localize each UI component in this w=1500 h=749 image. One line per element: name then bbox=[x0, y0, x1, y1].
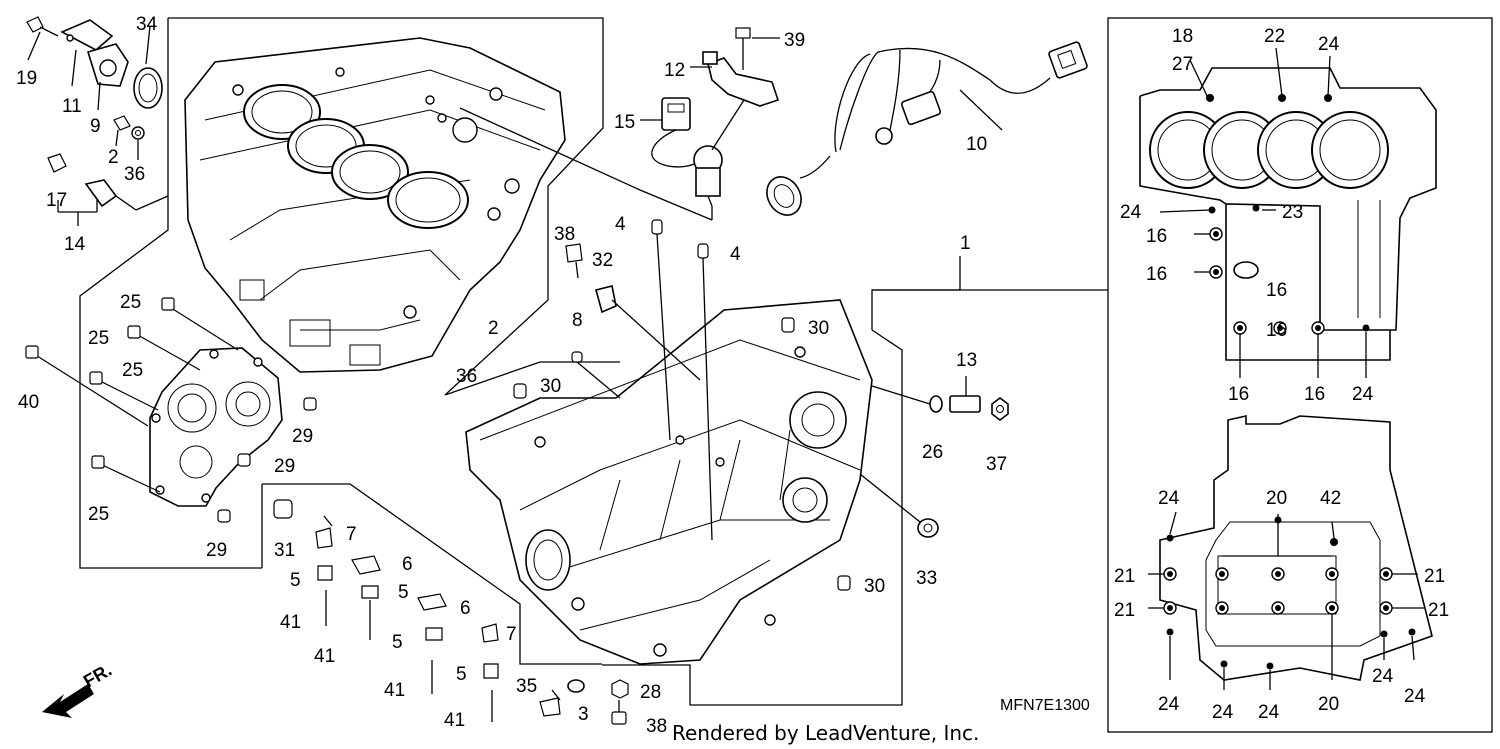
callout-30: 30 bbox=[864, 576, 885, 597]
callout-16: 16 bbox=[1304, 384, 1325, 405]
callout-18: 18 bbox=[1172, 26, 1193, 47]
callout-24: 24 bbox=[1120, 202, 1142, 223]
drain-parts bbox=[539, 679, 629, 725]
right-small-parts bbox=[859, 376, 1009, 538]
callout-33: 33 bbox=[916, 568, 937, 589]
diagram-code: MFN7E1300 bbox=[1000, 697, 1090, 714]
callout-16: 16 bbox=[1228, 384, 1249, 405]
callout-16: 16 bbox=[1266, 320, 1287, 341]
callout-6: 6 bbox=[402, 554, 413, 575]
callout-30: 30 bbox=[540, 376, 561, 397]
callout-7: 7 bbox=[506, 624, 517, 645]
callout-2: 2 bbox=[108, 147, 119, 168]
callout-5: 5 bbox=[392, 632, 403, 653]
callout-22: 22 bbox=[1264, 26, 1285, 47]
callout-21: 21 bbox=[1428, 600, 1449, 621]
callout-17: 17 bbox=[46, 190, 67, 211]
callout-15: 15 bbox=[614, 112, 635, 133]
callout-8: 8 bbox=[572, 310, 583, 331]
callout-9: 9 bbox=[90, 116, 101, 137]
callout-6: 6 bbox=[460, 598, 471, 619]
lower-case-small-parts bbox=[513, 219, 851, 591]
credit-text: Rendered by LeadVenture, Inc. bbox=[672, 721, 979, 745]
callout-24: 24 bbox=[1404, 686, 1426, 707]
callout-42: 42 bbox=[1320, 488, 1341, 509]
callout-4: 4 bbox=[615, 214, 626, 235]
callout-5: 5 bbox=[398, 582, 409, 603]
callout-26: 26 bbox=[922, 442, 943, 463]
oil-pressure-switch-parts bbox=[26, 16, 169, 226]
callout-34: 34 bbox=[136, 14, 158, 35]
callout-19: 19 bbox=[16, 68, 37, 89]
callout-24: 24 bbox=[1318, 34, 1340, 55]
upper-crankcase-group bbox=[79, 17, 604, 569]
callout-32: 32 bbox=[592, 250, 613, 271]
callout-36: 36 bbox=[456, 366, 477, 387]
callout-5: 5 bbox=[456, 664, 467, 685]
callout-24: 24 bbox=[1158, 694, 1180, 715]
callout-27: 27 bbox=[1172, 54, 1193, 75]
callout-5: 5 bbox=[290, 570, 301, 591]
callout-20: 20 bbox=[1318, 694, 1339, 715]
callout-25: 25 bbox=[88, 504, 109, 525]
lower-crankcase-group bbox=[261, 256, 961, 706]
callout-25: 25 bbox=[122, 360, 143, 381]
callout-24: 24 bbox=[1258, 702, 1280, 723]
callout-labels: 1 2 2 3 4 4 5 5 5 5 6 6 7 7 8 9 10 11 12… bbox=[16, 14, 1449, 737]
callout-25: 25 bbox=[120, 292, 141, 313]
bolt-tightening-sequence-panel bbox=[872, 17, 1493, 733]
callout-24: 24 bbox=[1212, 702, 1234, 723]
callout-14: 14 bbox=[64, 234, 86, 255]
callout-38: 38 bbox=[554, 224, 575, 245]
callout-29: 29 bbox=[274, 456, 295, 477]
callout-1: 1 bbox=[960, 233, 971, 254]
callout-36: 36 bbox=[124, 164, 145, 185]
callout-21: 21 bbox=[1424, 566, 1445, 587]
callout-12: 12 bbox=[664, 60, 685, 81]
callout-39: 39 bbox=[784, 30, 805, 51]
callout-35: 35 bbox=[516, 676, 537, 697]
callout-30: 30 bbox=[808, 318, 829, 339]
callout-29: 29 bbox=[292, 426, 313, 447]
callout-41: 41 bbox=[384, 680, 405, 701]
callout-16: 16 bbox=[1146, 226, 1167, 247]
callout-2: 2 bbox=[488, 318, 499, 339]
callout-20: 20 bbox=[1266, 488, 1287, 509]
callout-21: 21 bbox=[1114, 566, 1135, 587]
callout-23: 23 bbox=[1282, 202, 1303, 223]
callout-24: 24 bbox=[1158, 488, 1180, 509]
callout-38: 38 bbox=[646, 716, 667, 737]
callout-37: 37 bbox=[986, 454, 1007, 475]
callout-21: 21 bbox=[1114, 600, 1135, 621]
callout-11: 11 bbox=[62, 96, 82, 117]
callout-41: 41 bbox=[280, 612, 301, 633]
callout-41: 41 bbox=[314, 646, 335, 667]
callout-29: 29 bbox=[206, 540, 227, 561]
callout-4: 4 bbox=[730, 244, 741, 265]
front-arrow-icon: FR. bbox=[42, 660, 115, 718]
callout-41: 41 bbox=[444, 710, 465, 731]
callout-3: 3 bbox=[578, 704, 589, 725]
wire-harness bbox=[766, 41, 1088, 216]
callout-24: 24 bbox=[1352, 384, 1374, 405]
callout-7: 7 bbox=[346, 524, 357, 545]
callout-25: 25 bbox=[88, 328, 109, 349]
callout-24: 24 bbox=[1372, 666, 1394, 687]
callout-31: 31 bbox=[274, 540, 295, 561]
side-cover bbox=[25, 297, 317, 523]
callout-16: 16 bbox=[1266, 280, 1287, 301]
clamp-parts bbox=[315, 515, 499, 722]
callout-28: 28 bbox=[640, 682, 661, 703]
sensor-parts bbox=[459, 27, 780, 221]
callout-16: 16 bbox=[1146, 264, 1167, 285]
callout-10: 10 bbox=[966, 134, 987, 155]
callout-13: 13 bbox=[956, 350, 977, 371]
callout-40: 40 bbox=[18, 392, 39, 413]
